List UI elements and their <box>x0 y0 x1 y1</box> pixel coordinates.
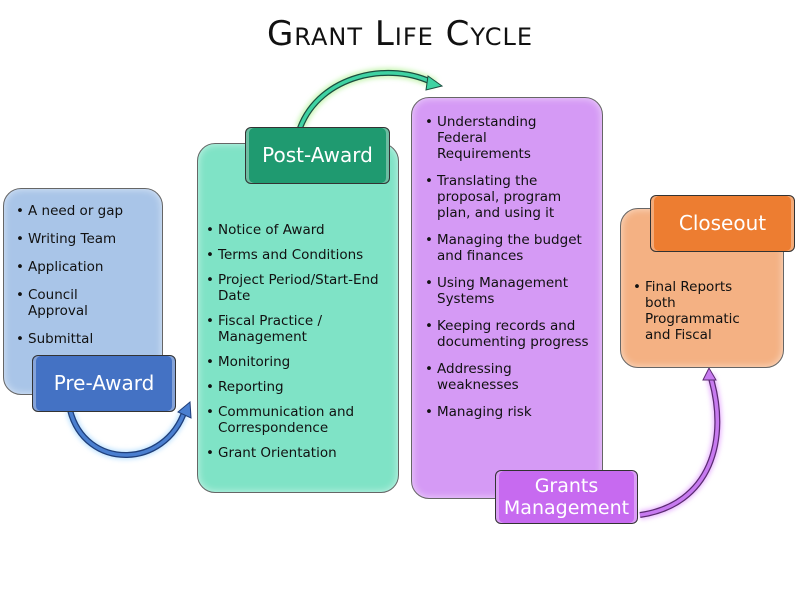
postaward-label: Post-Award <box>245 127 390 184</box>
preaward-label: Pre-Award <box>32 355 176 412</box>
arrow-grantsmgmt-to-closeout <box>639 366 722 520</box>
arrow-postaward-to-grantsmgmt <box>295 67 444 130</box>
list-item: Submittal <box>16 331 162 347</box>
closeout-label: Closeout <box>650 195 795 252</box>
postaward-content-box: Notice of Award Terms and Conditions Pro… <box>197 143 399 493</box>
list-item: Understanding Federal Requirements <box>425 114 598 162</box>
list-item: Fiscal Practice / Management <box>206 313 394 345</box>
list-item: Communication and Correspondence <box>206 404 394 436</box>
list-item: Managing the budget and finances <box>425 232 598 264</box>
list-item: Writing Team <box>16 231 162 247</box>
list-item: Addressing weaknesses <box>425 361 598 393</box>
list-item: Reporting <box>206 379 394 395</box>
list-item: Monitoring <box>206 354 394 370</box>
list-item: Notice of Award <box>206 222 394 238</box>
list-item: Managing risk <box>425 404 598 420</box>
list-item: Council Approval <box>16 287 162 319</box>
grantsmgmt-label: Grants Management <box>495 470 638 524</box>
diagram-title: Grant Life Cycle <box>266 14 534 54</box>
list-item: Grant Orientation <box>206 445 394 461</box>
list-item: Translating the proposal, program plan, … <box>425 173 598 221</box>
list-item: Final Reports both Programmatic and Fisc… <box>633 279 779 343</box>
list-item: Terms and Conditions <box>206 247 394 263</box>
list-item: A need or gap <box>16 203 162 219</box>
arrow-preaward-to-postaward <box>65 400 192 460</box>
grantsmgmt-content-box: Understanding Federal Requirements Trans… <box>411 97 603 499</box>
list-item: Project Period/Start-End Date <box>206 272 394 304</box>
list-item: Using Management Systems <box>425 275 598 307</box>
list-item: Application <box>16 259 162 275</box>
list-item: Keeping records and documenting progress <box>425 318 598 350</box>
